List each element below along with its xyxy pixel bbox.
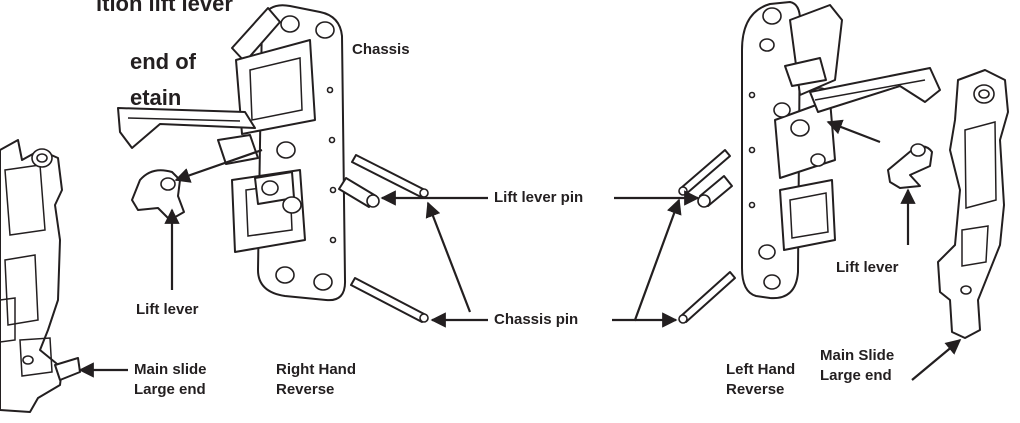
label-chassis-pin: Chassis pin	[494, 311, 579, 328]
main-slide-right-hand	[0, 139, 81, 413]
chassis-right-hand	[117, 4, 347, 302]
label-main-slide-right: Main slide Large end	[134, 361, 207, 398]
label-lift-lever-right: Lift lever	[136, 301, 199, 318]
label-left-hand-reverse: Left Hand Reverse	[726, 361, 796, 398]
pins-right-hand	[338, 154, 429, 323]
chassis-left-hand	[741, 1, 941, 300]
heading-fragment-2: end of etain	[130, 49, 196, 110]
label-chassis: Chassis	[352, 41, 410, 58]
label-right-hand-reverse: Right Hand Reverse	[276, 361, 356, 398]
label-lift-lever-left: Lift lever	[836, 259, 899, 276]
label-lift-lever-pin: Lift lever pin	[494, 189, 584, 206]
lift-lever-right-hand	[131, 169, 185, 221]
main-slide-left-hand	[937, 69, 1009, 339]
leader-arrows	[78, 119, 962, 381]
pins-left-hand	[678, 149, 736, 324]
label-main-slide-left: Main Slide Large end	[820, 347, 895, 384]
heading-fragment-1: ition lift lever	[96, 0, 233, 16]
lift-lever-left-hand	[887, 143, 933, 189]
